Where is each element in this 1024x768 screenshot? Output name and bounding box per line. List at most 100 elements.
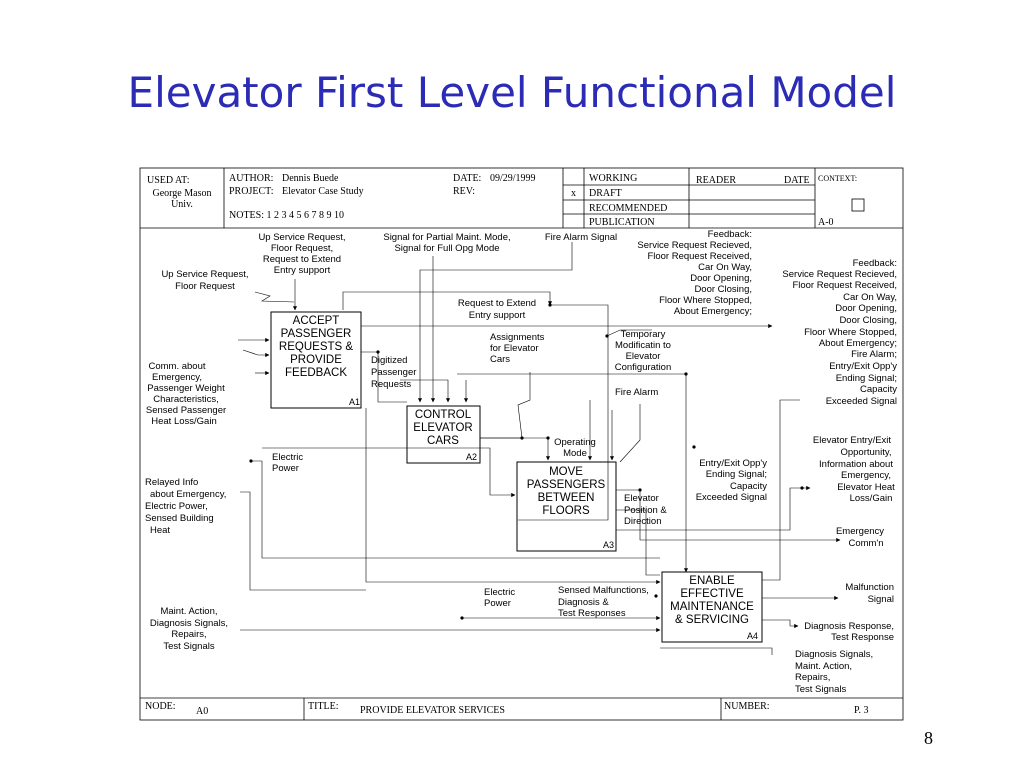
box-a1-label: FEEDBACK xyxy=(285,367,347,379)
svg-text:Maint. Action,: Maint. Action, xyxy=(795,661,852,672)
used-at-value: Univ. xyxy=(171,199,193,210)
label-out-diag2: Diagnosis Signals, Maint. Action, Repair… xyxy=(795,649,873,695)
svg-text:Door Closing,: Door Closing, xyxy=(694,284,752,295)
box-a1-label: PROVIDE xyxy=(290,354,342,366)
svg-text:Signal for Full Opg Mode: Signal for Full Opg Mode xyxy=(394,243,499,254)
reader-date-label: DATE xyxy=(784,175,810,186)
project-label: PROJECT: xyxy=(229,186,274,197)
svg-text:Position &: Position & xyxy=(624,505,667,516)
svg-text:Emergency: Emergency xyxy=(836,526,884,537)
svg-text:Elevator: Elevator xyxy=(626,351,661,362)
svg-text:Exceeded Signal: Exceeded Signal xyxy=(696,492,767,503)
project-value: Elevator Case Study xyxy=(282,186,364,197)
arrow-diag-resp xyxy=(762,619,799,629)
svg-text:Cars: Cars xyxy=(490,354,510,365)
label-temp-mod: Temporary Modificatin to Elevator Config… xyxy=(615,329,672,373)
form-frame xyxy=(139,167,904,721)
context-value: A-0 xyxy=(818,217,834,228)
svg-text:Mode: Mode xyxy=(563,448,587,459)
svg-text:Exceeded Signal: Exceeded Signal xyxy=(826,396,897,407)
label-comm: Comm. about Emergency, Passenger Weight … xyxy=(146,361,226,427)
box-a3: MOVE PASSENGERS BETWEEN FLOORS A3 xyxy=(516,461,617,552)
label-relayed: Relayed Info about Emergency, Electric P… xyxy=(145,477,226,536)
svg-text:Elevator Heat: Elevator Heat xyxy=(837,482,895,493)
svg-text:Sensed Malfunctions,: Sensed Malfunctions, xyxy=(558,585,649,596)
notes: NOTES: 1 2 3 4 5 6 7 8 9 10 xyxy=(229,210,344,221)
svg-text:Signal: Signal xyxy=(868,594,894,605)
label-electric-1: Electric Power xyxy=(272,452,303,474)
svg-text:Elevator: Elevator xyxy=(624,493,659,504)
svg-text:Characteristics,: Characteristics, xyxy=(153,394,218,405)
arrow-a4-fb xyxy=(762,399,800,581)
box-a1-label: PASSENGER xyxy=(281,328,352,340)
svg-text:Power: Power xyxy=(484,598,511,609)
node-value: A0 xyxy=(196,706,208,717)
label-ctrl-partial: Signal for Partial Maint. Mode, Signal f… xyxy=(383,232,510,254)
label-in-up: Up Service Request, Floor Request xyxy=(161,269,248,292)
arrow-elec1 xyxy=(251,460,660,559)
svg-text:Fire Alarm: Fire Alarm xyxy=(615,387,658,398)
svg-text:Requests: Requests xyxy=(371,379,411,390)
box-a2: CONTROL ELEVATOR CARS A2 xyxy=(406,405,481,464)
svg-text:Diagnosis Response,: Diagnosis Response, xyxy=(804,621,894,632)
arrow-comm-in2 xyxy=(242,349,270,358)
svg-text:Entry support: Entry support xyxy=(274,265,331,276)
label-opmode: Operating Mode xyxy=(554,437,596,459)
label-ctrl-a1-up: Up Service Request, Floor Request, Reque… xyxy=(258,232,345,276)
svg-text:About Emergency;: About Emergency; xyxy=(819,338,897,349)
svg-text:Ending Signal;: Ending Signal; xyxy=(836,373,897,384)
box-a3-id: A3 xyxy=(603,540,614,550)
arrow-fire-alarm xyxy=(619,404,641,463)
svg-text:Floor Request Received,: Floor Request Received, xyxy=(792,280,897,291)
svg-text:Door Opening,: Door Opening, xyxy=(690,273,752,284)
arrow-ctrl-a1-b xyxy=(342,291,553,310)
svg-text:Entry/Exit Opp'y: Entry/Exit Opp'y xyxy=(699,458,767,469)
svg-text:Elevator Entry/Exit: Elevator Entry/Exit xyxy=(813,435,891,446)
slide-title: Elevator First Level Functional Model xyxy=(127,68,897,117)
box-a2-label: ELEVATOR xyxy=(413,422,472,434)
label-out-malf: Malfunction Signal xyxy=(845,582,894,605)
svg-text:Sensed Passenger: Sensed Passenger xyxy=(146,405,226,416)
box-a3-label: FLOORS xyxy=(542,505,590,517)
box-a2-label: CARS xyxy=(427,435,459,447)
svg-text:Door Closing,: Door Closing, xyxy=(839,315,897,326)
date-label: DATE: xyxy=(453,173,481,184)
svg-text:Fire Alarm;: Fire Alarm; xyxy=(851,349,897,360)
svg-text:Floor Where Stopped,: Floor Where Stopped, xyxy=(659,295,752,306)
box-a3-label: MOVE xyxy=(549,466,583,478)
svg-text:Modificatin to: Modificatin to xyxy=(615,340,671,351)
svg-text:Capacity: Capacity xyxy=(730,481,767,492)
title-label: TITLE: xyxy=(308,701,339,712)
svg-text:Diagnosis &: Diagnosis & xyxy=(558,597,609,608)
status-publication: PUBLICATION xyxy=(589,217,655,228)
box-a4-label: EFFECTIVE xyxy=(680,588,744,600)
svg-text:Sensed Building: Sensed Building xyxy=(145,513,214,524)
svg-text:Configuration: Configuration xyxy=(615,362,672,373)
arrow-in-up xyxy=(254,291,295,303)
box-a4-label: ENABLE xyxy=(689,575,735,587)
svg-text:Entry/Exit Opp'y: Entry/Exit Opp'y xyxy=(829,361,897,372)
label-assign: Assignments for Elevator Cars xyxy=(490,332,545,365)
svg-text:Direction: Direction xyxy=(624,516,662,527)
svg-text:Diagnosis Signals,: Diagnosis Signals, xyxy=(795,649,873,660)
box-a4-label: & SERVICING xyxy=(675,614,749,626)
slide-number: 8 xyxy=(924,728,933,748)
label-out-diag: Diagnosis Response, Test Response xyxy=(804,621,894,643)
svg-text:Comm. about: Comm. about xyxy=(148,361,205,372)
author-value: Dennis Buede xyxy=(282,173,339,184)
number-value: P. 3 xyxy=(854,705,868,716)
node-label: NODE: xyxy=(145,701,176,712)
junction-dots xyxy=(249,303,804,620)
arrow-assign xyxy=(480,372,531,439)
svg-text:Ending Signal;: Ending Signal; xyxy=(706,469,767,480)
label-entry-exit: Entry/Exit Opp'y Ending Signal; Capacity… xyxy=(696,458,768,503)
status-draft: DRAFT xyxy=(589,188,622,199)
label-sensed-mal: Sensed Malfunctions, Diagnosis & Test Re… xyxy=(558,585,649,619)
svg-text:Assignments: Assignments xyxy=(490,332,545,343)
svg-text:Up Service Request,: Up Service Request, xyxy=(161,269,248,280)
svg-text:Repairs,: Repairs, xyxy=(795,672,830,683)
svg-text:Service Request Recieved,: Service Request Recieved, xyxy=(782,269,897,280)
svg-text:Capacity: Capacity xyxy=(860,384,897,395)
label-out-feedback: Feedback: Service Request Recieved, Floo… xyxy=(782,258,897,407)
